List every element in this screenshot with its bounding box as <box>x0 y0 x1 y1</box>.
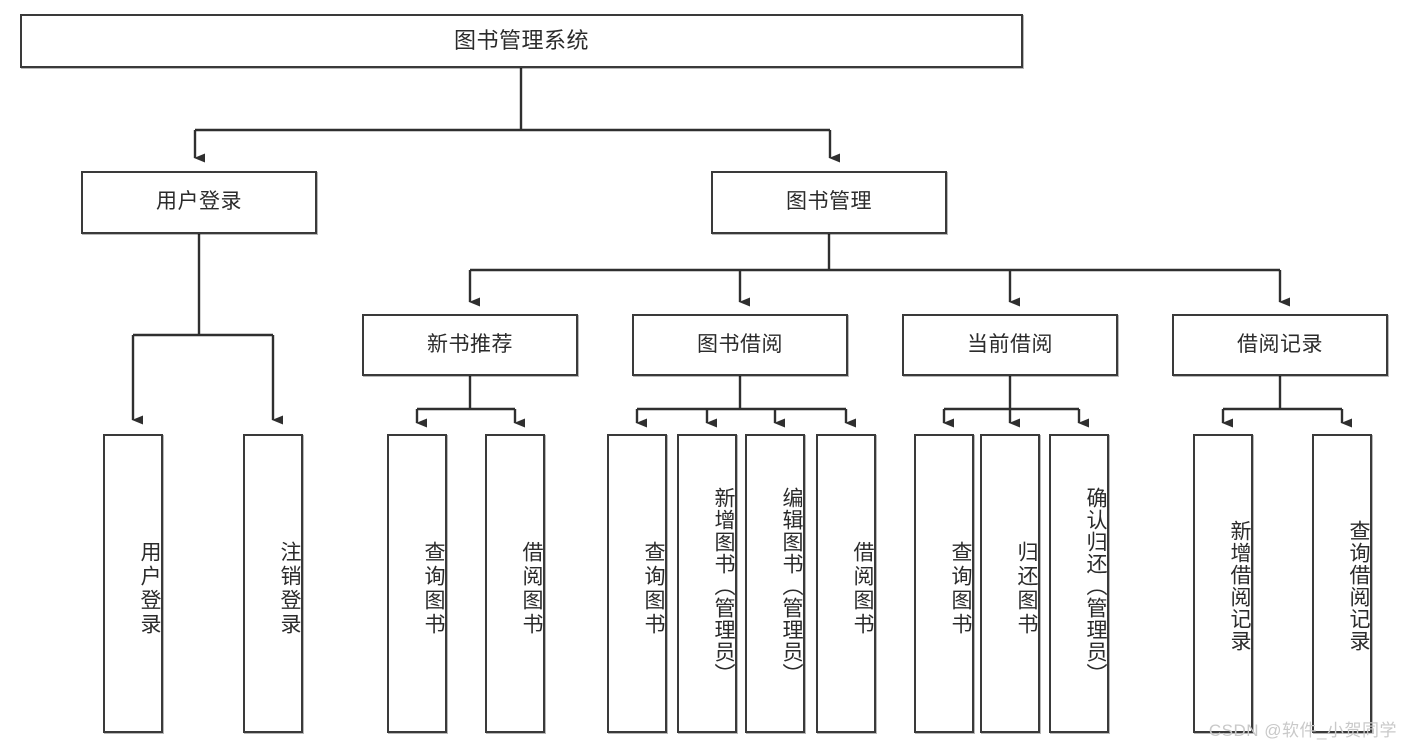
leaf-node-logout-login[interactable]: 注销登录 <box>243 434 303 733</box>
leaf-node-add-borrow-record[interactable]: 新增借阅记录 <box>1193 434 1253 733</box>
node-borrow-record[interactable]: 借阅记录 <box>1172 314 1388 376</box>
leaf-node-query-book-current[interactable]: 查询图书 <box>914 434 974 733</box>
node-root-book-management-system[interactable]: 图书管理系统 <box>20 14 1023 68</box>
node-book-borrow[interactable]: 图书借阅 <box>632 314 848 376</box>
leaf-node-query-book-borrow[interactable]: 查询图书 <box>607 434 667 733</box>
leaf-node-confirm-return-admin[interactable]: 确认归还（管理员） <box>1049 434 1109 733</box>
leaf-node-edit-book-admin[interactable]: 编辑图书（管理员） <box>745 434 805 733</box>
node-user-login[interactable]: 用户登录 <box>81 171 317 234</box>
leaf-node-return-book[interactable]: 归还图书 <box>980 434 1040 733</box>
leaf-node-user-login[interactable]: 用户登录 <box>103 434 163 733</box>
node-book-management[interactable]: 图书管理 <box>711 171 947 234</box>
leaf-node-borrow-book[interactable]: 借阅图书 <box>816 434 876 733</box>
leaf-node-borrow-book-recommend[interactable]: 借阅图书 <box>485 434 545 733</box>
node-current-borrow[interactable]: 当前借阅 <box>902 314 1118 376</box>
leaf-node-query-book-recommend[interactable]: 查询图书 <box>387 434 447 733</box>
node-new-book-recommend[interactable]: 新书推荐 <box>362 314 578 376</box>
csdn-watermark: CSDN @软件_小贺同学 <box>1208 721 1397 740</box>
leaf-node-add-book-admin[interactable]: 新增图书（管理员） <box>677 434 737 733</box>
leaf-node-query-borrow-record[interactable]: 查询借阅记录 <box>1312 434 1372 733</box>
